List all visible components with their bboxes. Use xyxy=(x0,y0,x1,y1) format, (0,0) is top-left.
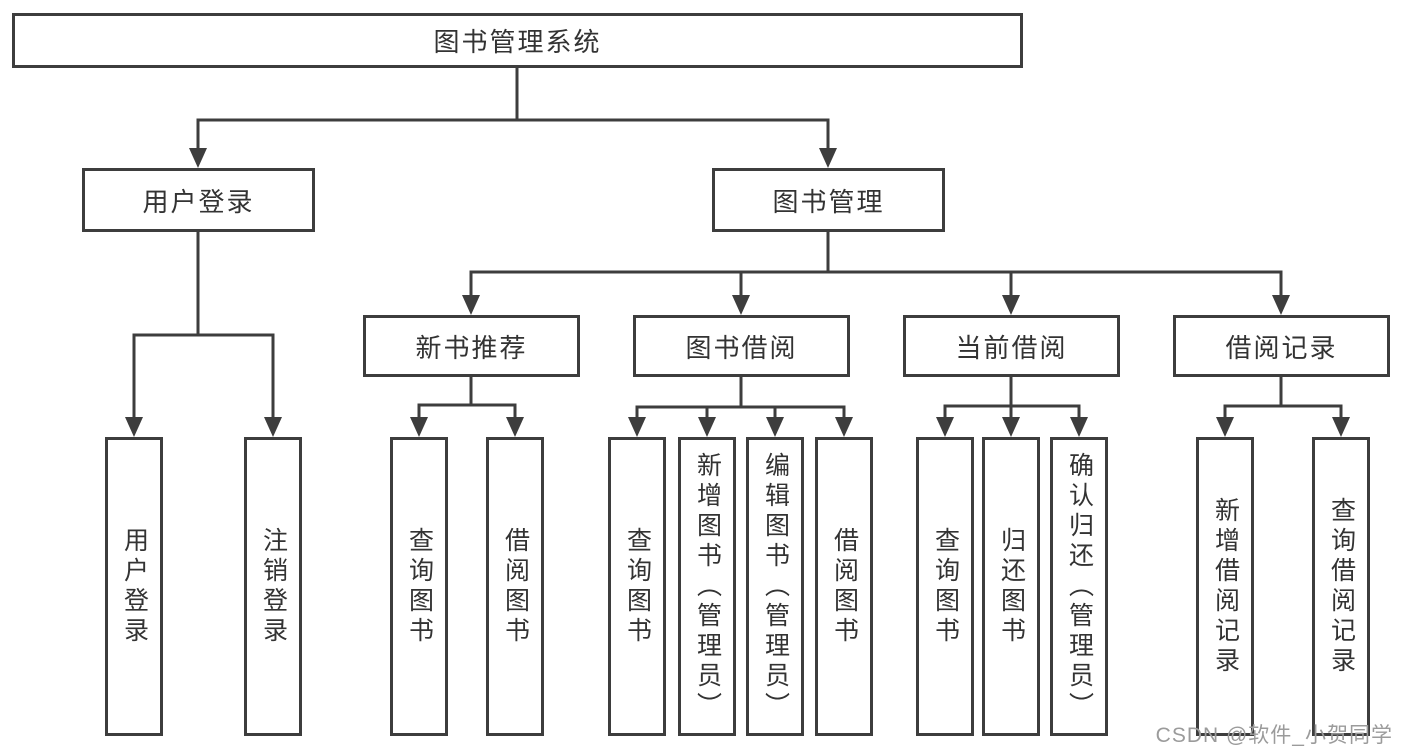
node-label: 查询图书 xyxy=(623,526,652,647)
node-borrow-records: 借阅记录 xyxy=(1173,315,1390,377)
node-label: 归还图书 xyxy=(997,526,1026,647)
leaf-edit-books-admin: 编辑图书（管理员） xyxy=(746,437,804,736)
leaf-logout: 注销登录 xyxy=(244,437,302,736)
node-label: 确认归还（管理员） xyxy=(1065,451,1094,722)
node-label: 借阅图书 xyxy=(501,526,530,647)
leaf-query-books-3: 查询图书 xyxy=(916,437,974,736)
node-label: 查询借阅记录 xyxy=(1327,496,1356,677)
leaf-query-borrow-record: 查询借阅记录 xyxy=(1312,437,1370,736)
node-root-system: 图书管理系统 xyxy=(12,13,1023,68)
node-label: 图书管理 xyxy=(772,186,885,217)
arrowheads xyxy=(125,148,1350,437)
node-label: 注销登录 xyxy=(259,526,288,647)
leaf-user-login: 用户登录 xyxy=(105,437,163,736)
csdn-watermark: CSDN @软件_小贺同学 xyxy=(1155,724,1393,747)
node-label: 图书借阅 xyxy=(685,332,798,363)
leaf-borrow-books-2: 借阅图书 xyxy=(815,437,873,736)
node-book-borrow: 图书借阅 xyxy=(633,315,850,377)
node-new-book-recommend: 新书推荐 xyxy=(363,315,580,377)
node-label: 用户登录 xyxy=(120,526,149,647)
node-label: 图书管理系统 xyxy=(433,27,602,57)
node-label: 当前借阅 xyxy=(955,332,1068,363)
leaf-borrow-books-1: 借阅图书 xyxy=(486,437,544,736)
leaf-query-books-1: 查询图书 xyxy=(390,437,448,736)
node-label: 新增图书（管理员） xyxy=(693,451,722,722)
node-label: 查询图书 xyxy=(405,526,434,647)
node-label: 借阅图书 xyxy=(830,526,859,647)
leaf-add-books-admin: 新增图书（管理员） xyxy=(678,437,736,736)
node-current-borrow: 当前借阅 xyxy=(903,315,1120,377)
node-label: 新书推荐 xyxy=(415,332,528,363)
leaf-return-books: 归还图书 xyxy=(982,437,1040,736)
leaf-confirm-return-admin: 确认归还（管理员） xyxy=(1050,437,1108,736)
node-user-login-branch: 用户登录 xyxy=(82,168,315,232)
node-label: 用户登录 xyxy=(142,186,255,217)
node-label: 借阅记录 xyxy=(1225,332,1338,363)
leaf-query-books-2: 查询图书 xyxy=(608,437,666,736)
node-label: 查询图书 xyxy=(931,526,960,647)
node-book-management-branch: 图书管理 xyxy=(712,168,945,232)
node-label: 编辑图书（管理员） xyxy=(761,451,790,722)
leaf-add-borrow-record: 新增借阅记录 xyxy=(1196,437,1254,736)
node-label: 新增借阅记录 xyxy=(1211,496,1240,677)
